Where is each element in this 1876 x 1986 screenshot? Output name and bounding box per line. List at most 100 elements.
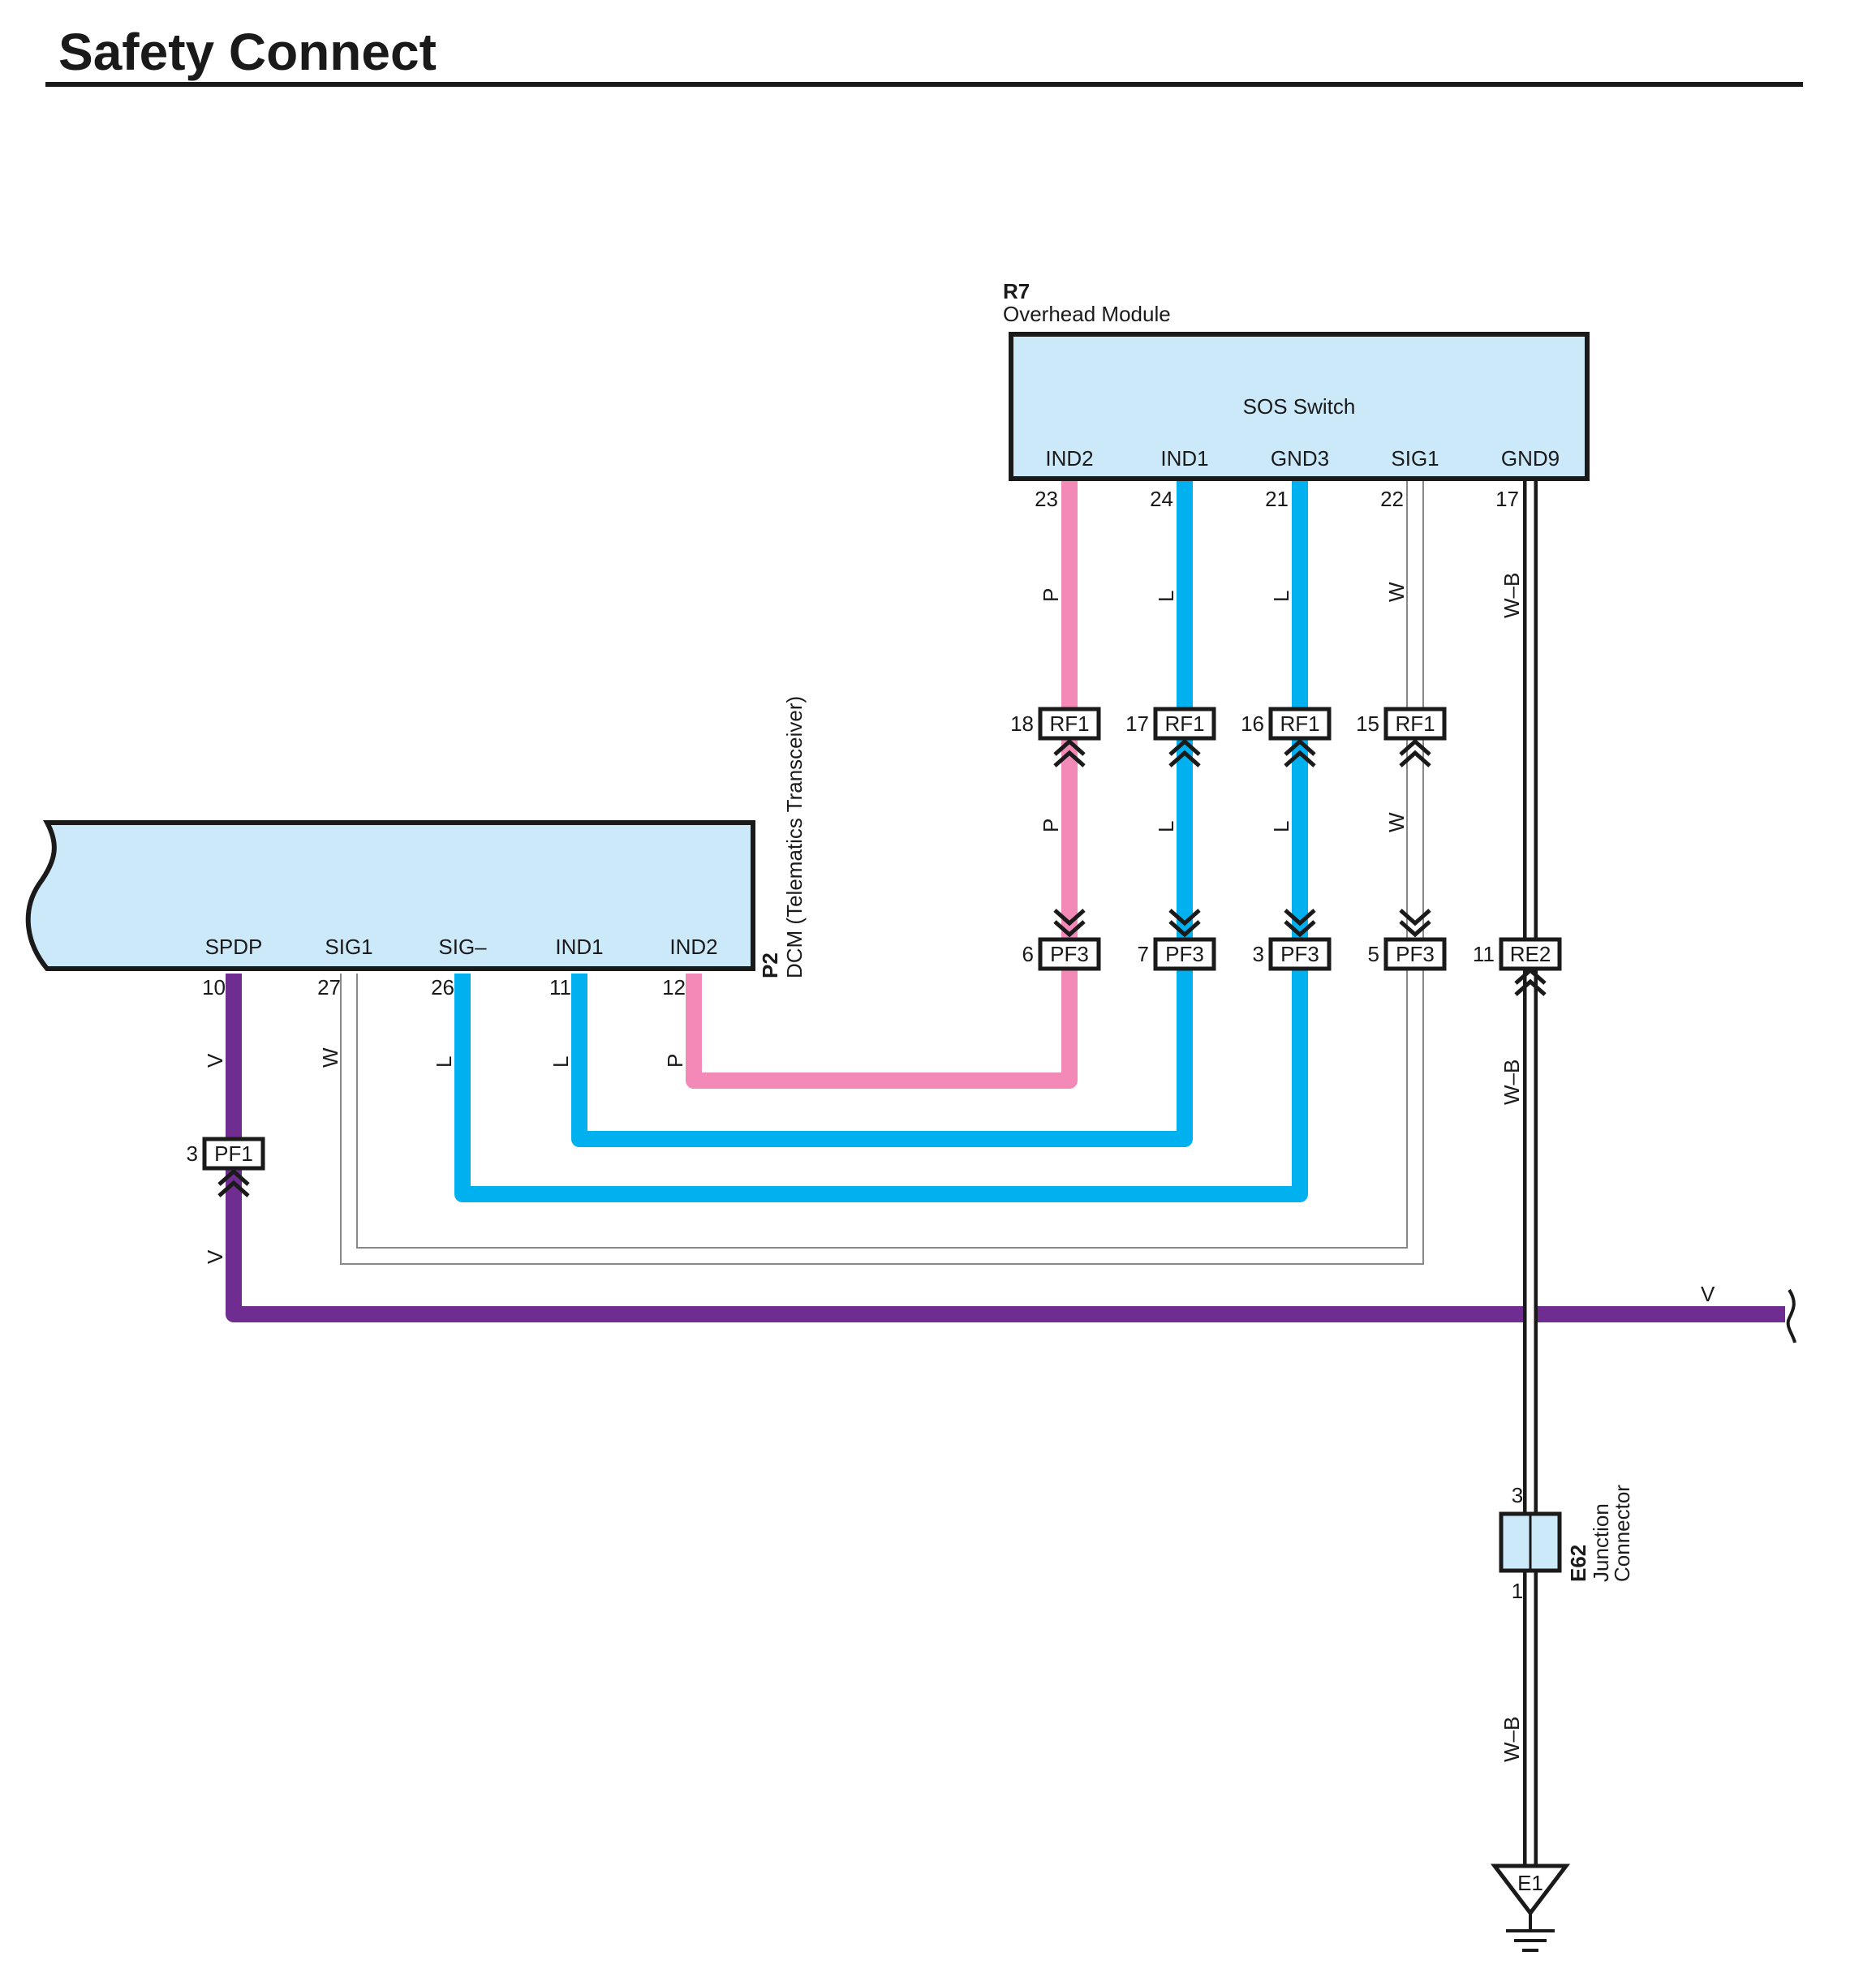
chevron-down-icon	[1168, 909, 1201, 938]
p2-pin-wire-label: L	[549, 1056, 573, 1068]
p2-pin-wire-label: L	[432, 1056, 456, 1068]
r7-overhead-module: R7 Overhead Module SOS Switch IND223PIND…	[1003, 279, 1590, 618]
p2-pin-number: 12	[662, 975, 686, 999]
connector-pf1: PF1 3	[187, 1137, 265, 1171]
connector-pin-number: 11	[1473, 942, 1495, 966]
wire-label-v-bus: V	[1701, 1282, 1715, 1306]
r7-pin-name: GND3	[1271, 446, 1329, 471]
r7-pin-name: GND9	[1501, 446, 1560, 471]
connector-box	[1153, 937, 1216, 971]
r7-code: R7	[1003, 279, 1030, 303]
connector-rf1: RF1 16	[1241, 707, 1332, 741]
connector-pf3: PF3 7	[1138, 937, 1216, 971]
connector-label: RF1	[1395, 711, 1435, 736]
connector-rf1: RF1 15	[1356, 707, 1447, 741]
p2-pin-name: IND1	[555, 935, 603, 959]
p2-pin-name: IND2	[669, 935, 717, 959]
wire-label: P	[1039, 819, 1063, 832]
chevron-down-icon	[1399, 909, 1431, 938]
connector-box	[202, 1137, 265, 1171]
r7-pin-number: 22	[1380, 487, 1404, 511]
e62-line1: Junction	[1589, 1503, 1613, 1582]
p2-name: DCM (Telematics Transceiver)	[782, 696, 807, 978]
connector-label: PF3	[1396, 942, 1435, 966]
r7-pin-wire-label: P	[1039, 588, 1063, 602]
connector-rf1: RF1 18	[1010, 707, 1101, 741]
ground-e1: E1	[1490, 1863, 1571, 1952]
p2-pin-number: 26	[431, 975, 454, 999]
e62-code: E62	[1566, 1545, 1590, 1582]
connector-label: PF3	[1165, 942, 1204, 966]
wire-l-ind1	[571, 479, 1193, 1147]
p2-pin-wire-label: P	[663, 1054, 687, 1068]
connector-box	[1383, 707, 1447, 741]
wire-l-gnd3	[454, 479, 1308, 1202]
chevron-up-icon	[1053, 738, 1086, 767]
connector-pin-number: 3	[187, 1141, 198, 1166]
connector-pin-number: 18	[1010, 711, 1034, 736]
p2-pin-number: 11	[549, 975, 571, 999]
r7-box	[1009, 332, 1590, 481]
p2-pin-name: SIG1	[325, 935, 372, 959]
connector-box	[1268, 937, 1332, 971]
connector-pin-number: 3	[1253, 942, 1264, 966]
wire-label: L	[1269, 821, 1293, 832]
connector-box	[1038, 937, 1101, 971]
chevron-up-icon	[1514, 967, 1547, 996]
r7-pin-number: 21	[1265, 487, 1289, 511]
r7-pin-name: SIG1	[1391, 446, 1439, 471]
wire-p-ind2	[686, 479, 1078, 1089]
connector-label: RF1	[1164, 711, 1204, 736]
p2-pin-name: SPDP	[205, 935, 263, 959]
r7-pin-wire-label: W–B	[1500, 573, 1524, 618]
r7-inner-label: SOS Switch	[1243, 394, 1356, 419]
chevron-up-icon	[217, 1168, 250, 1197]
p2-box	[25, 820, 755, 971]
connector-pin-number: 16	[1241, 711, 1264, 736]
e62-pin-bottom: 1	[1512, 1579, 1523, 1603]
p2-pin-number: 27	[317, 975, 341, 999]
r7-pin-number: 17	[1495, 487, 1519, 511]
r7-pin-number: 23	[1035, 487, 1058, 511]
connector-label: RF1	[1280, 711, 1319, 736]
chevron-down-icon	[1053, 909, 1086, 938]
wire-v-bus-end	[1786, 1288, 1796, 1343]
wire-label: L	[1154, 821, 1178, 832]
r7-pin-number: 24	[1150, 487, 1173, 511]
connector-pin-number: 7	[1138, 942, 1149, 966]
chevron-up-icon	[1168, 738, 1201, 767]
ground-label: E1	[1517, 1871, 1543, 1895]
wire-label-wb: W–B	[1500, 1717, 1524, 1762]
p2-pin-number: 10	[202, 975, 226, 999]
wire-w-sig1	[342, 479, 1422, 1263]
connector-pf3: PF3 5	[1368, 937, 1447, 971]
p2-pin-wire-label: W	[318, 1047, 342, 1068]
connector-pin-number: 15	[1356, 711, 1379, 736]
p2-pin-wire-label: V	[203, 1053, 227, 1068]
wires	[226, 479, 1796, 1866]
connector-label: RF1	[1049, 711, 1089, 736]
connector-pf3: PF3 6	[1022, 937, 1101, 971]
r7-pin-wire-label: W	[1384, 582, 1409, 602]
wire-label-v: V	[203, 1249, 227, 1264]
r7-pin-wire-label: L	[1269, 591, 1293, 602]
e62-pin-top: 3	[1512, 1483, 1523, 1507]
connector-label: PF3	[1050, 942, 1089, 966]
chevron-up-icon	[1284, 738, 1316, 767]
r7-pin-name: IND1	[1160, 446, 1208, 471]
wire-label: W	[1384, 812, 1409, 832]
connector-pin-number: 6	[1022, 942, 1034, 966]
connector-pin-number: 5	[1368, 942, 1379, 966]
page-title: Safety Connect	[58, 23, 437, 81]
connector-label: PF1	[214, 1141, 253, 1166]
connector-box	[1038, 707, 1101, 741]
chevron-down-icon	[1284, 909, 1316, 938]
